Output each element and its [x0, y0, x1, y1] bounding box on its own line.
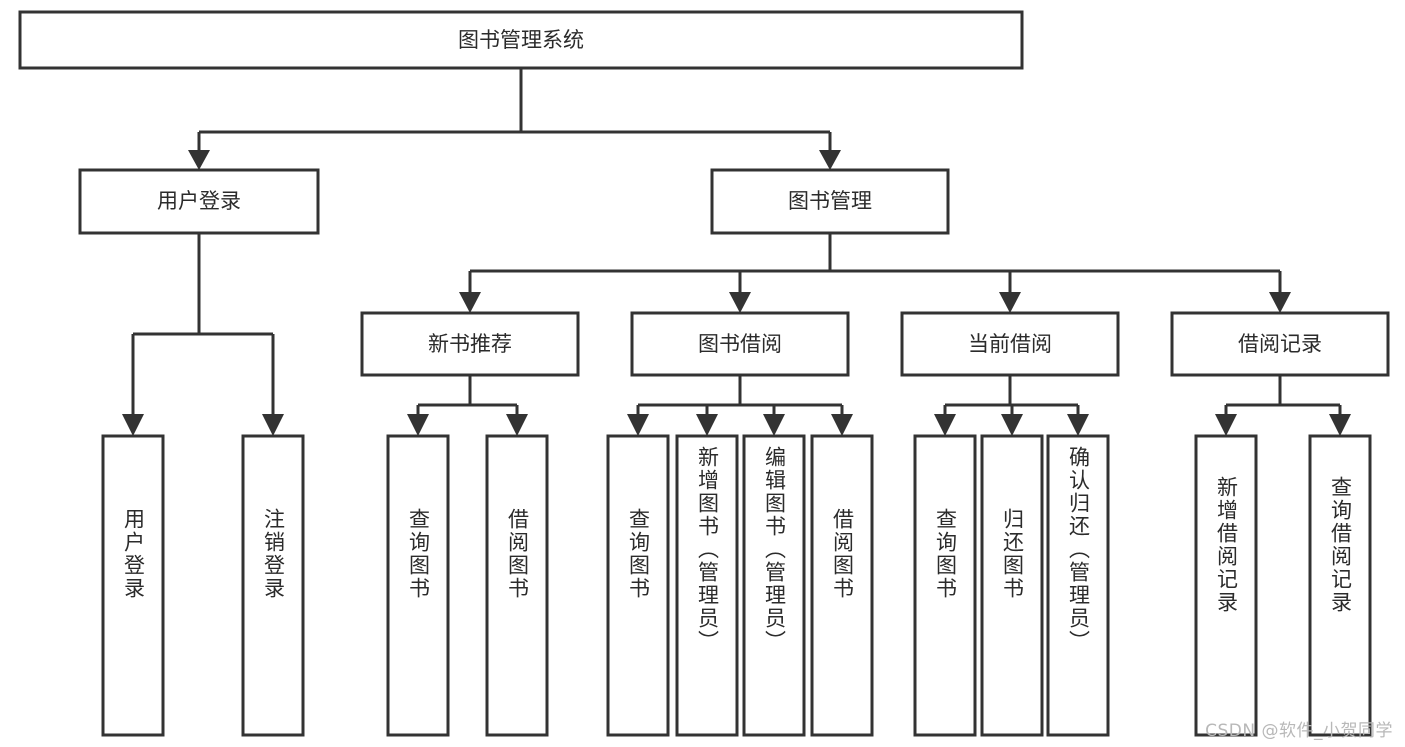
- arrow-to-new-book-recommend: [459, 292, 481, 313]
- arrow-to-leaf-borrow-book-2: [831, 414, 853, 436]
- node-borrow-record-box[interactable]: [1170, 311, 1390, 377]
- node-leaf-query-book-1-box[interactable]: [386, 434, 450, 737]
- node-new-book-recommend-box[interactable]: [360, 311, 580, 377]
- arrow-to-leaf-query-book-2: [627, 414, 649, 436]
- arrow-to-leaf-query-book-1: [407, 414, 429, 436]
- arrow-to-leaf-confirm-return: [1067, 414, 1089, 436]
- node-leaf-return-book-box[interactable]: [980, 434, 1044, 737]
- arrow-to-leaf-add-book: [696, 414, 718, 436]
- node-leaf-user-login-box[interactable]: [101, 434, 165, 737]
- node-book-manage-label: 图书管理: [788, 189, 872, 213]
- connectors-group: [122, 68, 1351, 436]
- arrow-to-book-borrow: [729, 292, 751, 313]
- node-root-box[interactable]: [18, 10, 1024, 70]
- arrow-to-current-borrow: [999, 292, 1021, 313]
- node-leaf-add-record-box[interactable]: [1194, 434, 1258, 737]
- node-leaf-confirm-return-box[interactable]: [1046, 434, 1110, 737]
- node-new-book-recommend[interactable]: 新书推荐: [360, 311, 580, 377]
- arrow-to-leaf-query-record: [1329, 414, 1351, 436]
- connector-bookborrow-bus: [636, 375, 844, 418]
- arrow-to-leaf-add-record: [1215, 414, 1237, 436]
- node-leaf-add-book-box[interactable]: [675, 434, 739, 737]
- node-borrow-record[interactable]: 借阅记录: [1170, 311, 1390, 377]
- node-borrow-record-label: 借阅记录: [1238, 332, 1322, 356]
- arrow-to-leaf-query-book-3: [934, 414, 956, 436]
- node-leaf-query-book-2-box[interactable]: [606, 434, 670, 737]
- arrow-to-leaf-return-book: [1001, 414, 1023, 436]
- node-leaf-borrow-book-2-box[interactable]: [810, 434, 874, 737]
- node-book-borrow-label: 图书借阅: [698, 332, 782, 356]
- node-book-manage[interactable]: 图书管理: [710, 168, 950, 235]
- connector-bookmanage-bus: [468, 233, 1282, 295]
- connector-newbook-bus: [416, 375, 519, 418]
- node-leaf-user-logout-box[interactable]: [241, 434, 305, 737]
- connector-currentborrow-bus: [943, 375, 1080, 418]
- node-leaf-query-book-3-box[interactable]: [913, 434, 977, 737]
- node-new-book-recommend-label: 新书推荐: [428, 332, 512, 356]
- node-current-borrow[interactable]: 当前借阅: [900, 311, 1120, 377]
- arrow-to-leaf-user-logout: [262, 414, 284, 436]
- node-book-borrow-box[interactable]: [630, 311, 850, 377]
- node-book-manage-box[interactable]: [710, 168, 950, 235]
- arrow-to-user-login: [188, 150, 210, 170]
- node-root-label: 图书管理系统: [458, 28, 584, 52]
- arrow-to-book-manage: [819, 150, 841, 170]
- arrow-to-leaf-borrow-book-1: [506, 414, 528, 436]
- leaf-boxes-group: [101, 434, 1372, 737]
- connector-userlogin-bus: [131, 233, 275, 418]
- node-user-login-label: 用户登录: [157, 189, 241, 213]
- connector-root-to-level2: [197, 68, 832, 152]
- node-root[interactable]: 图书管理系统: [18, 10, 1024, 70]
- node-leaf-borrow-book-1-box[interactable]: [485, 434, 549, 737]
- node-book-borrow[interactable]: 图书借阅: [630, 311, 850, 377]
- node-current-borrow-box[interactable]: [900, 311, 1120, 377]
- node-user-login[interactable]: 用户登录: [78, 168, 320, 235]
- watermark-text: CSDN @软件_小贺同学: [1205, 721, 1393, 741]
- arrow-to-leaf-user-login: [122, 414, 144, 436]
- arrow-to-leaf-edit-book: [763, 414, 785, 436]
- node-current-borrow-label: 当前借阅: [968, 332, 1052, 356]
- node-user-login-box[interactable]: [78, 168, 320, 235]
- node-leaf-edit-book-box[interactable]: [742, 434, 806, 737]
- arrow-to-borrow-record: [1269, 292, 1291, 313]
- connector-borrowrecord-bus: [1224, 375, 1342, 418]
- node-leaf-query-record-box[interactable]: [1308, 434, 1372, 737]
